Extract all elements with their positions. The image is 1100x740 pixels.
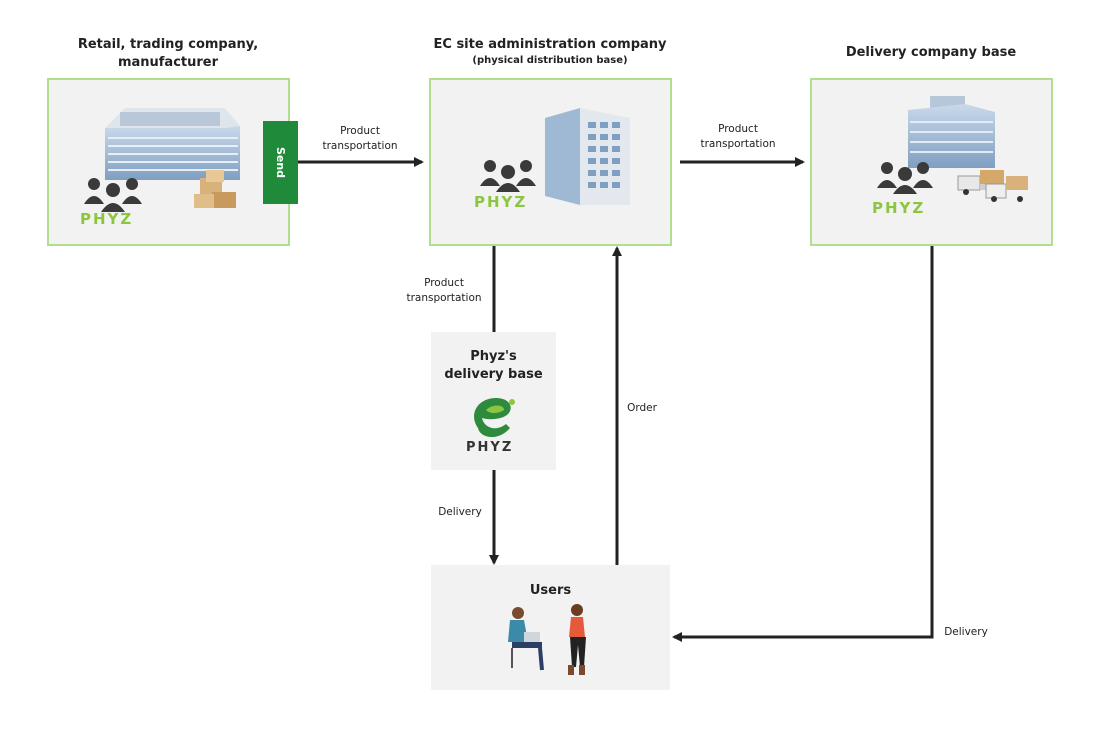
- edge-label-retailer-to-ec: Product transportation: [322, 125, 398, 152]
- cardboard-boxes-icon: [194, 170, 236, 208]
- delivery-truck-icon: [957, 170, 1028, 202]
- ec-admin-title: EC site administration company (physical…: [400, 36, 700, 68]
- retailer-phyz-logo: PHYZ: [80, 210, 134, 228]
- arrow-delivery-co-to-users: [672, 246, 934, 642]
- phyz-base-logo: PHYZ: [466, 440, 514, 455]
- people-group-icon: [480, 160, 536, 192]
- users-title: Users: [529, 583, 572, 598]
- arrows: [298, 157, 934, 642]
- delivery-company-title: Delivery company base: [845, 45, 1017, 60]
- edge-label-ec-to-delivery-co: Product transportation: [700, 123, 776, 150]
- retailer-title: Retail, trading company, manufacturer: [77, 37, 259, 70]
- office-building-icon: [908, 96, 995, 168]
- send-tag: Send: [263, 121, 298, 204]
- office-building-icon: [545, 108, 630, 205]
- e-logo-icon: [474, 398, 515, 438]
- user-figures-icon: [508, 604, 586, 675]
- edge-label-delivery-co-to-users: Delivery: [944, 626, 988, 638]
- ec-admin-subtitle: (physical distribution base): [472, 55, 628, 66]
- ec-admin-phyz-logo: PHYZ: [474, 193, 528, 211]
- edge-label-phyz-base-to-users: Delivery: [438, 506, 482, 518]
- phyz-base-title: Phyz's delivery base: [444, 349, 543, 382]
- warehouse-building-icon: [105, 108, 240, 180]
- people-group-icon: [877, 162, 933, 194]
- ec-admin-title-text: EC site administration company: [433, 37, 667, 52]
- delivery-company-phyz-logo: PHYZ: [872, 199, 926, 217]
- edge-label-ec-to-phyz-base: Product transportation: [406, 277, 482, 304]
- users-box: [431, 565, 670, 690]
- edge-label-users-to-ec: Order: [627, 402, 657, 414]
- people-group-icon: [84, 178, 142, 212]
